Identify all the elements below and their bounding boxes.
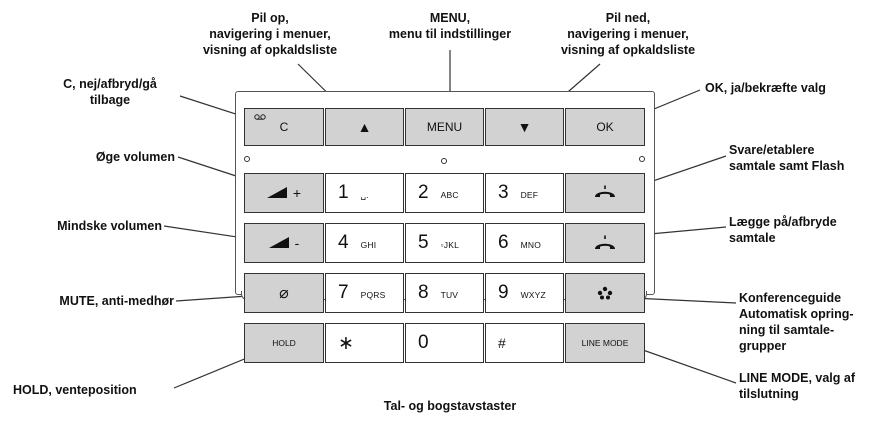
volume-up-key[interactable]: + — [244, 173, 324, 213]
key-2-letters: ABC — [440, 190, 459, 200]
key-8-letters: TUV — [440, 290, 459, 300]
label-mute: MUTE, anti-medhør — [59, 294, 174, 308]
answer-key[interactable] — [565, 173, 645, 213]
mute-key[interactable]: ⌀ — [244, 273, 324, 313]
ok-key[interactable]: OK — [565, 108, 645, 146]
key-4-digit: 4 — [338, 232, 349, 253]
label-ok-key: OK, ja/bekræfte valg — [705, 81, 826, 95]
volume-ramp-icon — [266, 187, 287, 198]
key-2[interactable]: 2 ABC — [405, 173, 484, 213]
key-0[interactable]: 0 — [405, 323, 484, 363]
hold-key-label: HOLD — [272, 338, 296, 348]
key-9[interactable]: 9 WXYZ — [485, 273, 564, 313]
key-5[interactable]: 5 ▫JKL — [405, 223, 484, 263]
indicator-led-center — [441, 158, 447, 164]
label-arrow-up: Pil op,navigering i menuer,visning af op… — [202, 11, 338, 57]
ok-key-label: OK — [596, 120, 614, 134]
c-key[interactable]: C — [244, 108, 324, 146]
conference-icon — [597, 286, 613, 300]
label-volume-up: Øge volumen — [95, 150, 175, 164]
key-star[interactable]: ∗ — [325, 323, 404, 363]
key-2-digit: 2 — [418, 182, 429, 203]
menu-key-label: MENU — [426, 120, 463, 134]
indicator-led-left — [244, 156, 250, 162]
key-9-digit: 9 — [498, 282, 509, 303]
key-hash[interactable]: # — [485, 323, 564, 363]
label-menu: MENU,menu til indstillinger — [388, 11, 512, 41]
key-6[interactable]: 6 MNO — [485, 223, 564, 263]
line-mode-key-label: LINE MODE — [581, 338, 629, 348]
volume-ramp-icon — [268, 237, 289, 248]
label-hold: HOLD, venteposition — [13, 383, 137, 397]
line-mode-key[interactable]: LINE MODE — [565, 323, 645, 363]
hold-key[interactable]: HOLD — [244, 323, 324, 363]
key-5-digit: 5 — [418, 232, 429, 253]
key-3-digit: 3 — [498, 182, 509, 203]
hangup-key[interactable] — [565, 223, 645, 263]
key-9-letters: WXYZ — [520, 290, 546, 300]
key-7[interactable]: 7 PQRS — [325, 273, 404, 313]
arrow-down-key[interactable]: ▼ — [485, 108, 564, 146]
key-8-digit: 8 — [418, 282, 429, 303]
arrow-up-icon: ▲ — [357, 119, 372, 135]
key-7-letters: PQRS — [360, 290, 386, 300]
key-7-digit: 7 — [338, 282, 349, 303]
volume-up-sign: + — [292, 185, 302, 201]
key-6-digit: 6 — [498, 232, 509, 253]
key-3[interactable]: 3 DEF — [485, 173, 564, 213]
indicator-led-right — [639, 156, 645, 162]
label-digit-keys: Tal- og bogstavstaster — [383, 399, 517, 413]
volume-down-sign: - — [294, 235, 300, 251]
arrow-up-key[interactable]: ▲ — [325, 108, 404, 146]
handset-up-icon — [595, 185, 615, 197]
key-star-symbol: ∗ — [338, 332, 354, 354]
key-5-letters: ▫JKL — [440, 240, 460, 250]
key-hash-symbol: # — [498, 335, 506, 351]
voicemail-icon — [254, 114, 266, 120]
key-0-digit: 0 — [418, 332, 429, 353]
key-3-letters: DEF — [520, 190, 539, 200]
key-1-letters: ␣. — [360, 189, 369, 200]
key-4[interactable]: 4 GHI — [325, 223, 404, 263]
key-1[interactable]: 1 ␣. — [325, 173, 404, 213]
handset-down-icon — [595, 235, 615, 249]
label-volume-down: Mindske volumen — [57, 219, 162, 233]
c-key-label: C — [279, 120, 289, 134]
key-1-digit: 1 — [338, 182, 349, 203]
menu-key[interactable]: MENU — [405, 108, 484, 146]
key-8[interactable]: 8 TUV — [405, 273, 484, 313]
key-4-letters: GHI — [360, 240, 377, 250]
conference-key[interactable] — [565, 273, 645, 313]
key-6-letters: MNO — [520, 240, 542, 250]
mute-icon: ⌀ — [279, 285, 289, 302]
volume-down-key[interactable]: - — [244, 223, 324, 263]
arrow-down-icon: ▼ — [517, 119, 532, 135]
label-arrow-down: Pil ned,navigering i menuer,visning af o… — [560, 11, 696, 57]
